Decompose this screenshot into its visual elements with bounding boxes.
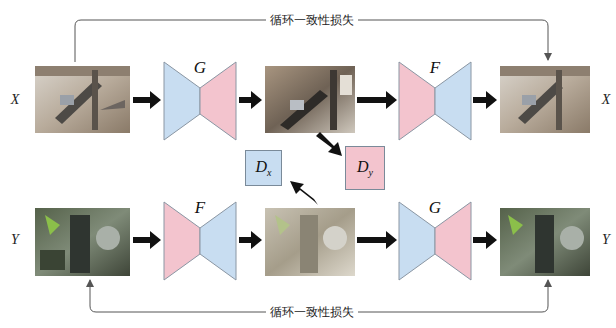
generator-label: F [398,58,472,78]
photo-y [35,208,130,276]
domain-label: Y [11,232,19,248]
generator-label: F [163,198,237,218]
discriminator-box: Dy [345,146,385,190]
discriminator-label: Dy [357,158,373,178]
domain-label: X [11,92,20,108]
discriminator-box: Dx [245,150,282,186]
generator: F [163,198,237,284]
loss-label: 循环一致性损失 [266,12,358,29]
photo-y-reconstructed [500,208,590,276]
domain-label: X [602,92,611,108]
photo-x-reconstructed [500,66,590,133]
photo-y-translated [265,208,355,276]
photo-x-translated [265,66,355,133]
photo-x [35,66,130,133]
generator-label: G [163,58,237,78]
generator: G [163,58,237,144]
generator-label: G [398,198,472,218]
generator: F [398,58,472,144]
loss-label: 循环一致性损失 [266,304,358,321]
discriminator-label: Dx [255,158,271,178]
domain-label: Y [602,232,610,248]
generator: G [398,198,472,284]
